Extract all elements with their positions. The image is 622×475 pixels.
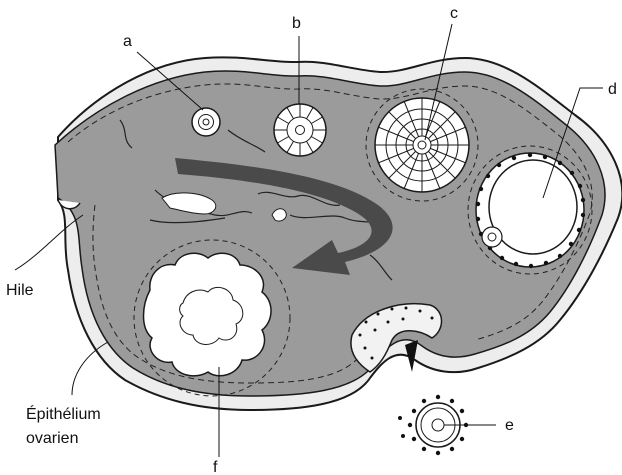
label-e: e — [505, 417, 514, 434]
label-c: c — [450, 5, 458, 22]
follicle-b — [274, 104, 326, 156]
follicle-a — [192, 108, 220, 136]
label-b: b — [292, 15, 301, 32]
label-epithelium-line1: Épithélium — [26, 404, 101, 423]
label-hile: Hile — [6, 282, 34, 299]
label-d: d — [608, 81, 617, 98]
label-epithelium-line2: ovarien — [26, 430, 78, 447]
label-a: a — [123, 33, 132, 50]
label-f: f — [213, 459, 218, 475]
